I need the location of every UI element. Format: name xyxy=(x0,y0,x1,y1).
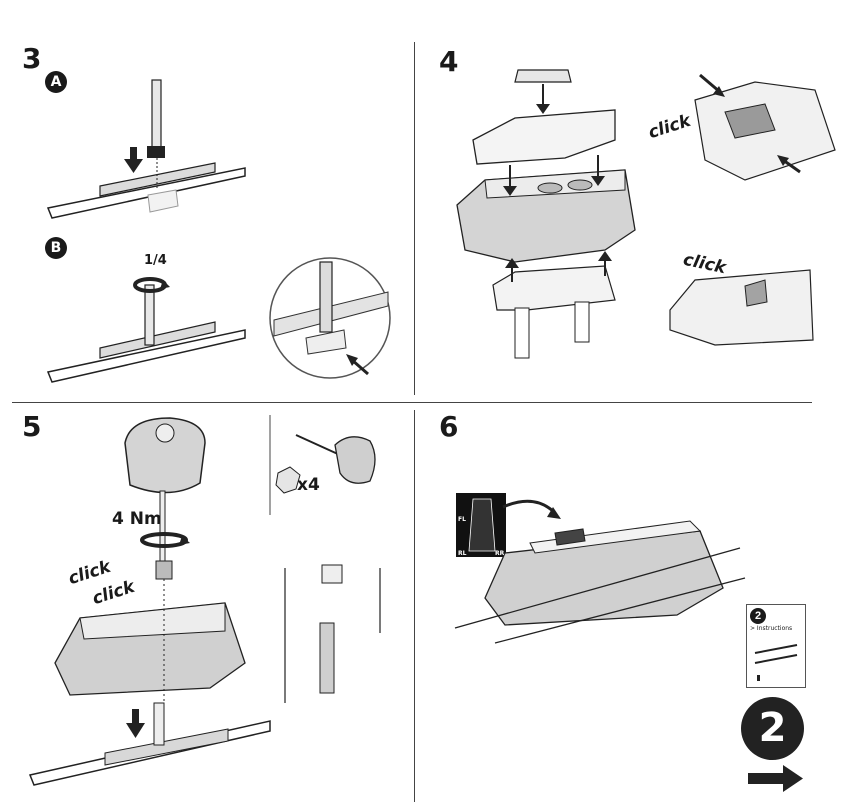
step-number: 6 xyxy=(439,410,459,443)
hex-key-b xyxy=(144,284,155,346)
down-arrow-icon xyxy=(124,147,143,173)
down-arrow-icon xyxy=(126,709,145,738)
position-label-fl: FL xyxy=(458,516,466,523)
substep-a-badge: A xyxy=(45,71,67,93)
position-label-rl: RL xyxy=(458,550,467,557)
step-number: 4 xyxy=(439,45,459,78)
next-manual-badge: 2 xyxy=(741,697,804,760)
divider-horizontal xyxy=(12,402,812,403)
booklet-title: > Instructions xyxy=(750,625,793,632)
step-6-panel: 6 FL RL RR xyxy=(415,403,845,803)
booklet-number: 2 xyxy=(750,608,766,624)
torque-label: 4 Nm xyxy=(112,509,162,529)
divider-vertical-bottom xyxy=(414,410,415,802)
foot-assembly-illustration xyxy=(456,69,836,359)
step-5-panel: 5 4 Nm x4 click click xyxy=(0,403,414,803)
rotation-label: 1/4 xyxy=(144,253,167,268)
step-3-panel: 3 A B 1/4 xyxy=(0,0,414,400)
installed-foot-illustration xyxy=(454,493,803,792)
quantity-label: x4 xyxy=(297,475,320,495)
step-number: 3 xyxy=(22,42,42,75)
pointer-arrow-icon xyxy=(346,354,369,376)
detail-zoom-circle xyxy=(269,257,391,379)
roof-rail-illustration-a xyxy=(46,79,246,219)
rotate-arrow-icon xyxy=(133,277,170,293)
torque-wrench-illustration xyxy=(28,415,381,786)
roof-bars-thumbnail xyxy=(754,644,798,681)
step-4-panel: 4 click click xyxy=(415,0,845,400)
instructions-booklet: 2 > Instructions xyxy=(746,604,806,688)
step-number: 5 xyxy=(22,410,42,443)
divider-vertical-top xyxy=(414,42,415,395)
position-label-rr: RR xyxy=(495,550,505,557)
roof-rail-illustration-b xyxy=(46,277,246,383)
substep-b-badge: B xyxy=(45,237,67,259)
right-arrow-icon xyxy=(748,765,803,792)
